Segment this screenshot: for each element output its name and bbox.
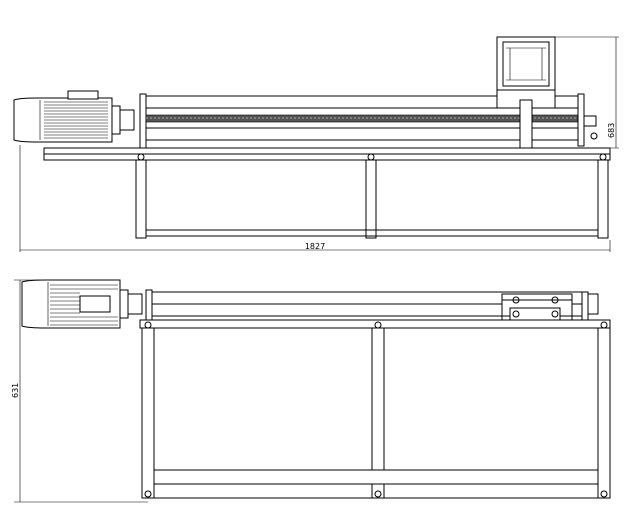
plan-view: 631 xyxy=(11,279,611,503)
width-dimension-text: 631 xyxy=(11,383,20,398)
dimension-height: 683 xyxy=(555,36,619,149)
dimension-width: 631 xyxy=(11,279,148,503)
bolt-markers-side xyxy=(137,132,607,161)
inlet-hopper-side xyxy=(496,36,556,149)
motor-plan xyxy=(21,279,143,329)
inlet-plan xyxy=(501,293,573,323)
base-frame-side xyxy=(43,132,611,239)
motor-fins-side xyxy=(39,100,108,140)
side-elevation: 1827 683 xyxy=(13,36,619,252)
height-dimension-text: 683 xyxy=(607,123,616,138)
motor-fins-plan xyxy=(47,282,118,326)
dimension-length: 1827 xyxy=(19,145,611,252)
motor-side xyxy=(13,90,135,143)
length-dimension-text: 1827 xyxy=(305,242,325,251)
base-frame-plan xyxy=(139,319,611,499)
bolt-markers-plan xyxy=(144,321,608,498)
